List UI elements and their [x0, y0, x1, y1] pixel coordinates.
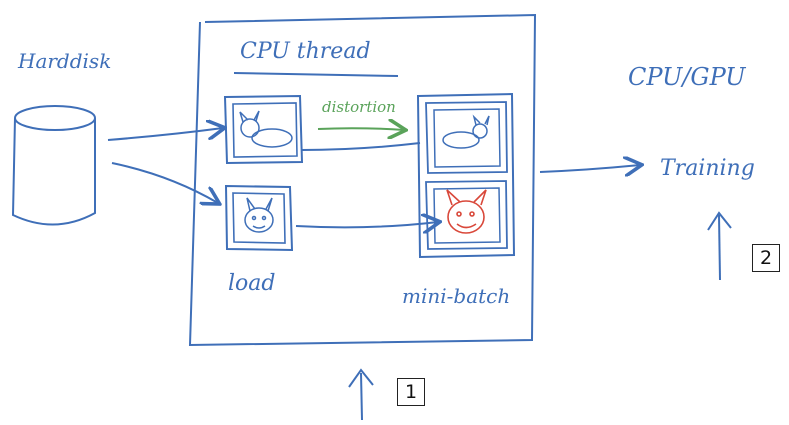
loaded-image-1: [223, 94, 304, 165]
training-label: Training: [660, 156, 755, 181]
batch-image-2: [425, 180, 508, 250]
batch-image-1: [425, 101, 508, 174]
distortion-label: distortion: [322, 98, 396, 116]
device-label: CPU/GPU: [628, 63, 746, 91]
load-label: load: [228, 271, 275, 296]
up-arrow-2: [707, 211, 732, 281]
batch-arrow-top: [301, 142, 421, 151]
animal-sketch-icon: [442, 114, 490, 149]
load-arrow-bottom: [111, 162, 218, 203]
training-arrow: [539, 165, 640, 172]
loaded-image-2: [224, 184, 294, 252]
load-arrow-top: [107, 128, 223, 141]
cpu-thread-box: [188, 13, 537, 347]
mini-batch-box: [416, 92, 516, 259]
cpu-thread-underline: [233, 72, 399, 77]
animal-face-icon: [244, 197, 274, 233]
marker-2: 2: [752, 244, 780, 272]
batch-arrow-bottom: [295, 222, 438, 227]
mini-batch-label: mini-batch: [402, 284, 510, 308]
harddisk-label: Harddisk: [17, 49, 111, 73]
cpu-thread-label: CPU thread: [240, 39, 371, 64]
distortion-arrow: [317, 128, 404, 130]
animal-sketch-icon: [239, 110, 293, 148]
up-arrow-1: [348, 368, 374, 421]
distorted-animal-icon: [446, 189, 487, 234]
marker-1: 1: [397, 378, 425, 406]
harddisk-cylinder: [11, 105, 96, 226]
